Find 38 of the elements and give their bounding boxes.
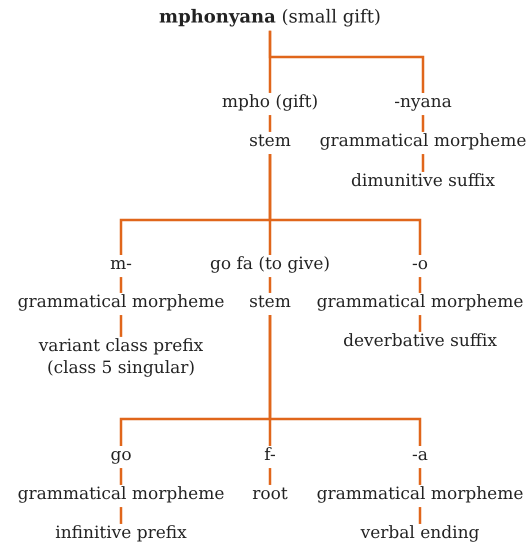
- tree-connector: [268, 154, 422, 255]
- tree-connector: [418, 277, 422, 293]
- tree-connector: [120, 468, 122, 485]
- tree-connector: [268, 315, 422, 446]
- morpheme-label: verbal ending: [360, 522, 480, 544]
- morpheme-label: grammatical morpheme: [316, 290, 524, 314]
- tree-connector: [418, 468, 422, 485]
- morpheme-label: deverbative suffix: [343, 330, 497, 352]
- tree-connector: [120, 507, 122, 524]
- morpheme-label: variant class prefix (class 5 singular): [21, 334, 221, 380]
- morpheme-label: stem: [249, 130, 291, 152]
- tree-connector: [418, 507, 422, 524]
- tree-connector: [422, 115, 424, 132]
- tree-connector: [268, 115, 272, 132]
- tree-connector: [418, 315, 422, 332]
- morpheme-label: grammatical morpheme: [316, 482, 524, 506]
- morpheme-label: -a: [412, 444, 428, 466]
- morpheme-label: go: [110, 444, 132, 466]
- morpheme-label: stem: [249, 290, 291, 314]
- tree-connector: [268, 468, 272, 485]
- morpheme-label: -nyana: [394, 90, 452, 114]
- morpheme-label: grammatical morpheme: [18, 482, 224, 506]
- tree-connector: [268, 277, 272, 293]
- tree-connector: [120, 315, 122, 337]
- morpheme-label: mpho (gift): [222, 90, 318, 114]
- morpheme-label: dimunitive suffix: [351, 170, 495, 192]
- morpheme-label: -o: [412, 252, 428, 276]
- tree-connector: [268, 30, 424, 93]
- tree-connector: [422, 154, 424, 172]
- morpheme-label: f-: [264, 444, 276, 466]
- morpheme-label: go fa (to give): [210, 252, 330, 276]
- morpheme-label: grammatical morpheme: [320, 130, 526, 152]
- morpheme-label: grammatical morpheme: [18, 290, 224, 314]
- morpheme-label: root: [252, 482, 288, 506]
- tree-connector: [120, 277, 122, 293]
- morpheme-label: mphonyana (small gift): [159, 5, 381, 29]
- morpheme-label: infinitive prefix: [55, 522, 187, 544]
- morpheme-label: m-: [110, 252, 132, 276]
